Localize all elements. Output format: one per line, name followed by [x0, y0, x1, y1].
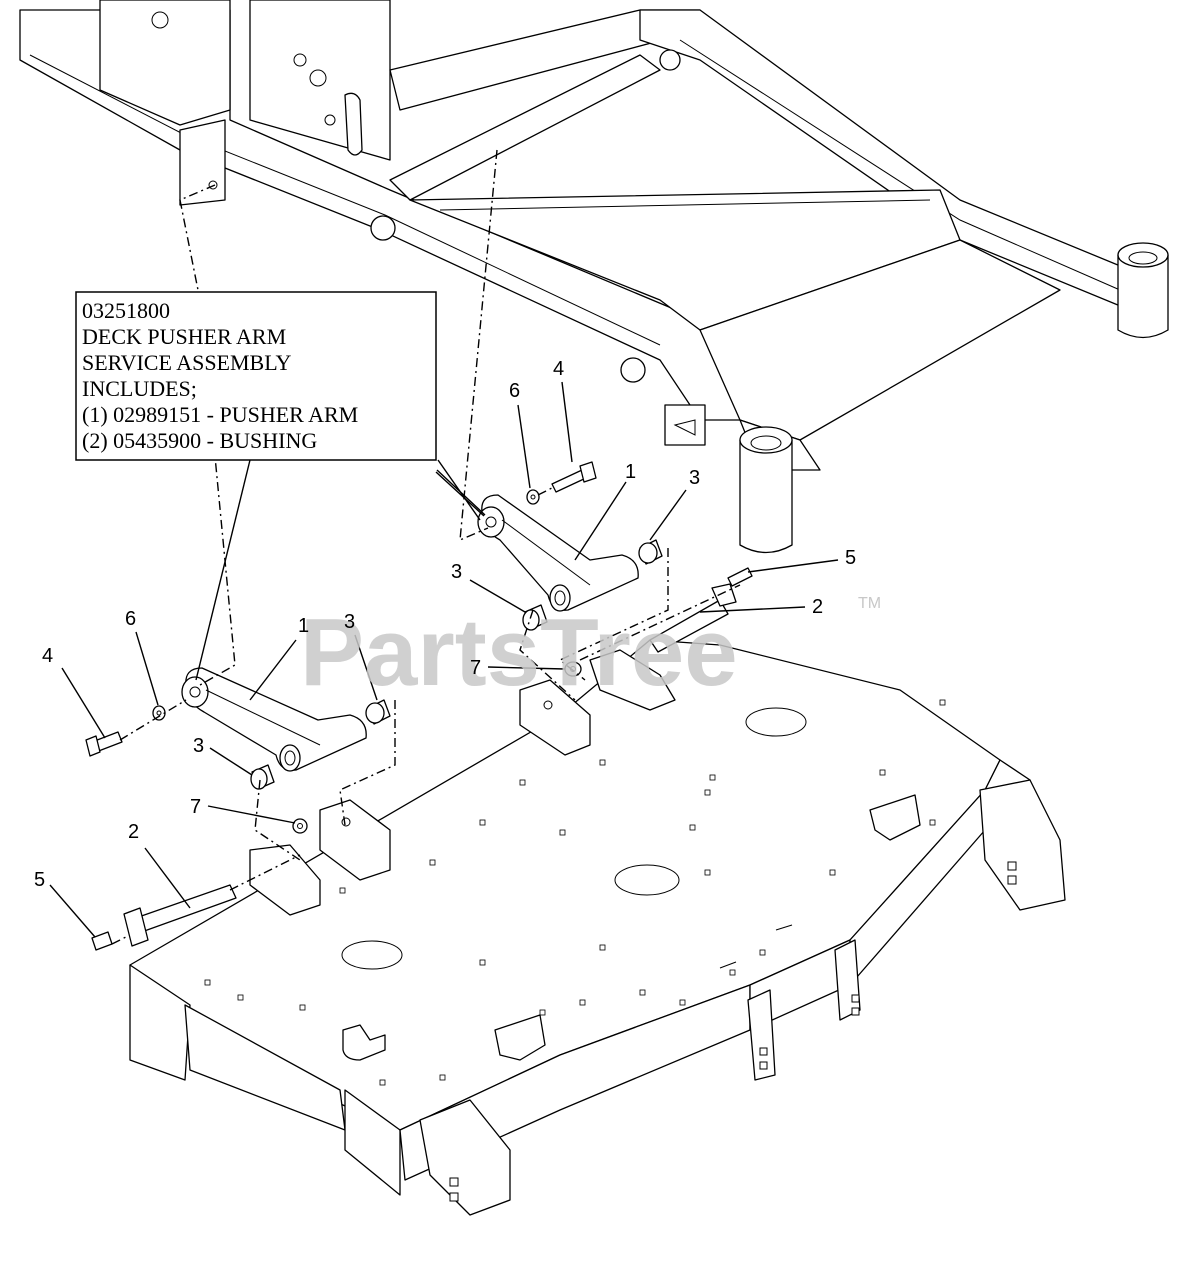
info-box-line-3: SERVICE ASSEMBLY: [82, 350, 291, 375]
watermark-text: PartsTree: [300, 599, 738, 706]
callout-left-3-top: 3: [344, 611, 355, 633]
callout-left-2: 2: [128, 821, 139, 843]
info-box-line-6: (2) 05435900 - BUSHING: [82, 428, 317, 453]
mower-deck: [129, 639, 1066, 1216]
callout-right-5: 5: [845, 547, 856, 569]
left-pusher-arm-assembly: [85, 667, 391, 951]
callout-right-7: 7: [470, 657, 481, 679]
right-pusher-arm-assembly: [477, 461, 753, 677]
callout-left-7: 7: [190, 796, 201, 818]
info-box-line-2: DECK PUSHER ARM: [82, 324, 286, 349]
callout-right-3-left: 3: [451, 561, 462, 583]
info-box: 03251800 DECK PUSHER ARM SERVICE ASSEMBL…: [75, 291, 437, 461]
callout-left-4: 4: [42, 645, 53, 667]
info-box-line-5: (1) 02989151 - PUSHER ARM: [82, 402, 358, 427]
info-box-line-4: INCLUDES;: [82, 376, 197, 401]
watermark: PartsTree TM: [300, 595, 881, 706]
callout-right-1: 1: [625, 461, 636, 483]
callout-right-4: 4: [553, 358, 564, 380]
info-box-leader-right: [435, 471, 485, 517]
callout-left-1: 1: [298, 615, 309, 637]
callout-right-2: 2: [812, 596, 823, 618]
info-box-line-1: 03251800: [82, 298, 170, 323]
watermark-trademark: TM: [858, 595, 881, 612]
callout-numbers: 6 4 1 3 3 5 2 7 6 4 1 3 3 7 2 5: [34, 358, 856, 891]
callout-right-3-top: 3: [689, 467, 700, 489]
callout-left-3-low: 3: [193, 735, 204, 757]
callout-left-5: 5: [34, 869, 45, 891]
callout-left-6: 6: [125, 608, 136, 630]
tractor-frame: [19, 0, 1169, 554]
assembly-lines: [111, 149, 741, 945]
leader-lines: [49, 381, 839, 938]
callout-right-6: 6: [509, 380, 520, 402]
